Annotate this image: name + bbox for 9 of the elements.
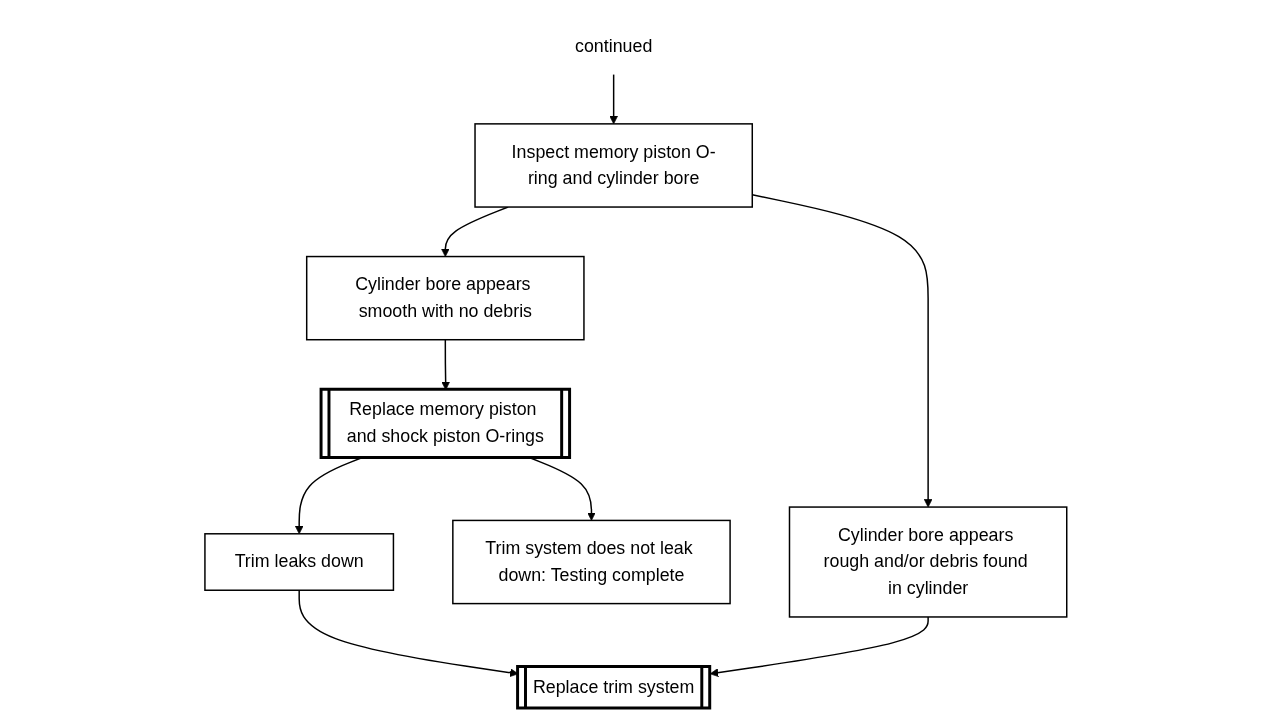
node-box: Cylinder bore appears rough and/or debris found in cylinder bbox=[788, 506, 1068, 618]
node-box: Inspect memory piston O-ring and cylinder bore bbox=[473, 123, 753, 208]
node-box: Trim system does not leak down: Testing complete bbox=[451, 519, 731, 605]
node-box: Trim leaks down bbox=[203, 533, 394, 591]
arrow bbox=[608, 73, 618, 125]
arrow bbox=[709, 616, 929, 677]
node-box: Cylinder bore appears smooth with no debris bbox=[305, 255, 585, 341]
node-text: continued bbox=[574, 35, 652, 56]
arrow bbox=[751, 193, 933, 508]
